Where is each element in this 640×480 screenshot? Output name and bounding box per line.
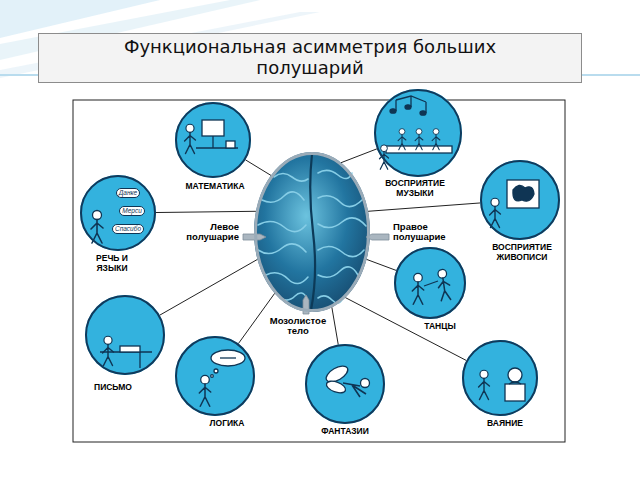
circle-outline <box>80 175 156 251</box>
circle-fill <box>175 336 255 416</box>
function-circle: ВОСПРИЯТИЕ ЖИВОПИСИ <box>480 160 560 240</box>
circle-outline <box>394 247 466 319</box>
circle-fill <box>480 160 560 240</box>
circle-outline <box>462 340 538 416</box>
connector-line <box>367 259 397 270</box>
slide-title: Функциональная асимметрия больших полуша… <box>95 37 525 78</box>
connector-line <box>368 203 480 211</box>
circle-fill <box>85 295 165 375</box>
music-picture <box>380 96 453 169</box>
circle-outline-shape <box>176 337 254 415</box>
function-circle: ТАНЦЫ <box>394 247 466 319</box>
circle-outline-shape <box>81 176 155 250</box>
circle-fill <box>175 102 251 178</box>
speech-bubble: Мерси <box>119 206 145 215</box>
circle-outline-shape <box>176 103 250 177</box>
function-circle: МАТЕМАТИКА <box>175 102 251 178</box>
fantasy-picture <box>324 363 370 397</box>
hemisphere-label: Правое полушарие <box>392 222 466 243</box>
circle-fill <box>374 89 462 177</box>
circle-fill <box>80 175 156 251</box>
brain-fissure <box>310 154 315 310</box>
circle-outline-shape <box>395 248 465 318</box>
function-circle: ВАЯНИЕ <box>462 340 538 416</box>
circle-outline-shape <box>86 296 164 374</box>
circle-outline-shape <box>463 341 537 415</box>
connector-line <box>156 211 256 212</box>
circle-outline <box>305 344 385 424</box>
writing-picture <box>100 336 152 368</box>
function-circle: ВОСПРИЯТИЕ МУЗЫКИ <box>374 89 462 177</box>
connector-line <box>341 149 377 163</box>
function-label: ЛОГИКА <box>209 419 246 429</box>
speech-bubble: Спасибо <box>112 224 144 233</box>
function-circle: РЕЧЬ И ЯЗЫКИДанкеМерсиСпасибо <box>80 175 156 251</box>
math-picture <box>185 120 238 154</box>
circle-outline-shape <box>481 161 559 239</box>
circle-outline-shape <box>306 345 384 423</box>
brain-illustration <box>254 152 370 312</box>
circle-fill <box>462 340 538 416</box>
function-label: РЕЧЬ И ЯЗЫКИ <box>88 254 136 274</box>
brain-outline <box>254 152 370 312</box>
brain-node: Левое полушариеПравое полушариеМозолисто… <box>254 152 370 312</box>
circle-outline <box>480 160 560 240</box>
connector-line <box>160 259 258 315</box>
connector-line <box>245 160 271 176</box>
circle-outline <box>85 295 165 375</box>
hemisphere-label: Левое полушарие <box>172 222 240 243</box>
function-label: ВОСПРИЯТИЕ ЖИВОПИСИ <box>481 243 563 263</box>
speech-bubble: Данке <box>116 188 140 197</box>
speech-picture <box>91 211 103 244</box>
function-label: ПИСЬМО <box>93 383 133 393</box>
circle-outline <box>374 89 462 177</box>
painting-picture <box>490 180 539 228</box>
hemisphere-label: Мозолистое тело <box>265 316 331 337</box>
function-label: ФАНТАЗИИ <box>320 427 370 437</box>
function-label: ВОСПРИЯТИЕ МУЗЫКИ <box>378 179 452 199</box>
circle-outline <box>175 102 251 178</box>
picture-frame <box>73 100 565 442</box>
brain-fill <box>254 152 370 312</box>
brain-gyri <box>258 170 366 303</box>
circle-outline <box>175 336 255 416</box>
connector-line <box>332 307 338 344</box>
title-box: Функциональная асимметрия больших полуша… <box>38 33 582 83</box>
circle-fill <box>394 247 466 319</box>
circle-fill <box>305 344 385 424</box>
function-circle: ПИСЬМО <box>85 295 165 375</box>
circle-outline-shape <box>375 90 461 176</box>
function-circle: ЛОГИКА <box>175 336 255 416</box>
function-circle: ФАНТАЗИИ <box>305 344 385 424</box>
function-label: МАТЕМАТИКА <box>184 182 245 192</box>
function-label: ВАЯНИЕ <box>486 419 524 429</box>
brain-outline-shape <box>256 154 369 311</box>
function-label: ТАНЦЫ <box>423 322 456 332</box>
logic-picture <box>199 350 245 406</box>
dance-picture <box>412 269 451 305</box>
sculpture-picture <box>479 368 525 401</box>
